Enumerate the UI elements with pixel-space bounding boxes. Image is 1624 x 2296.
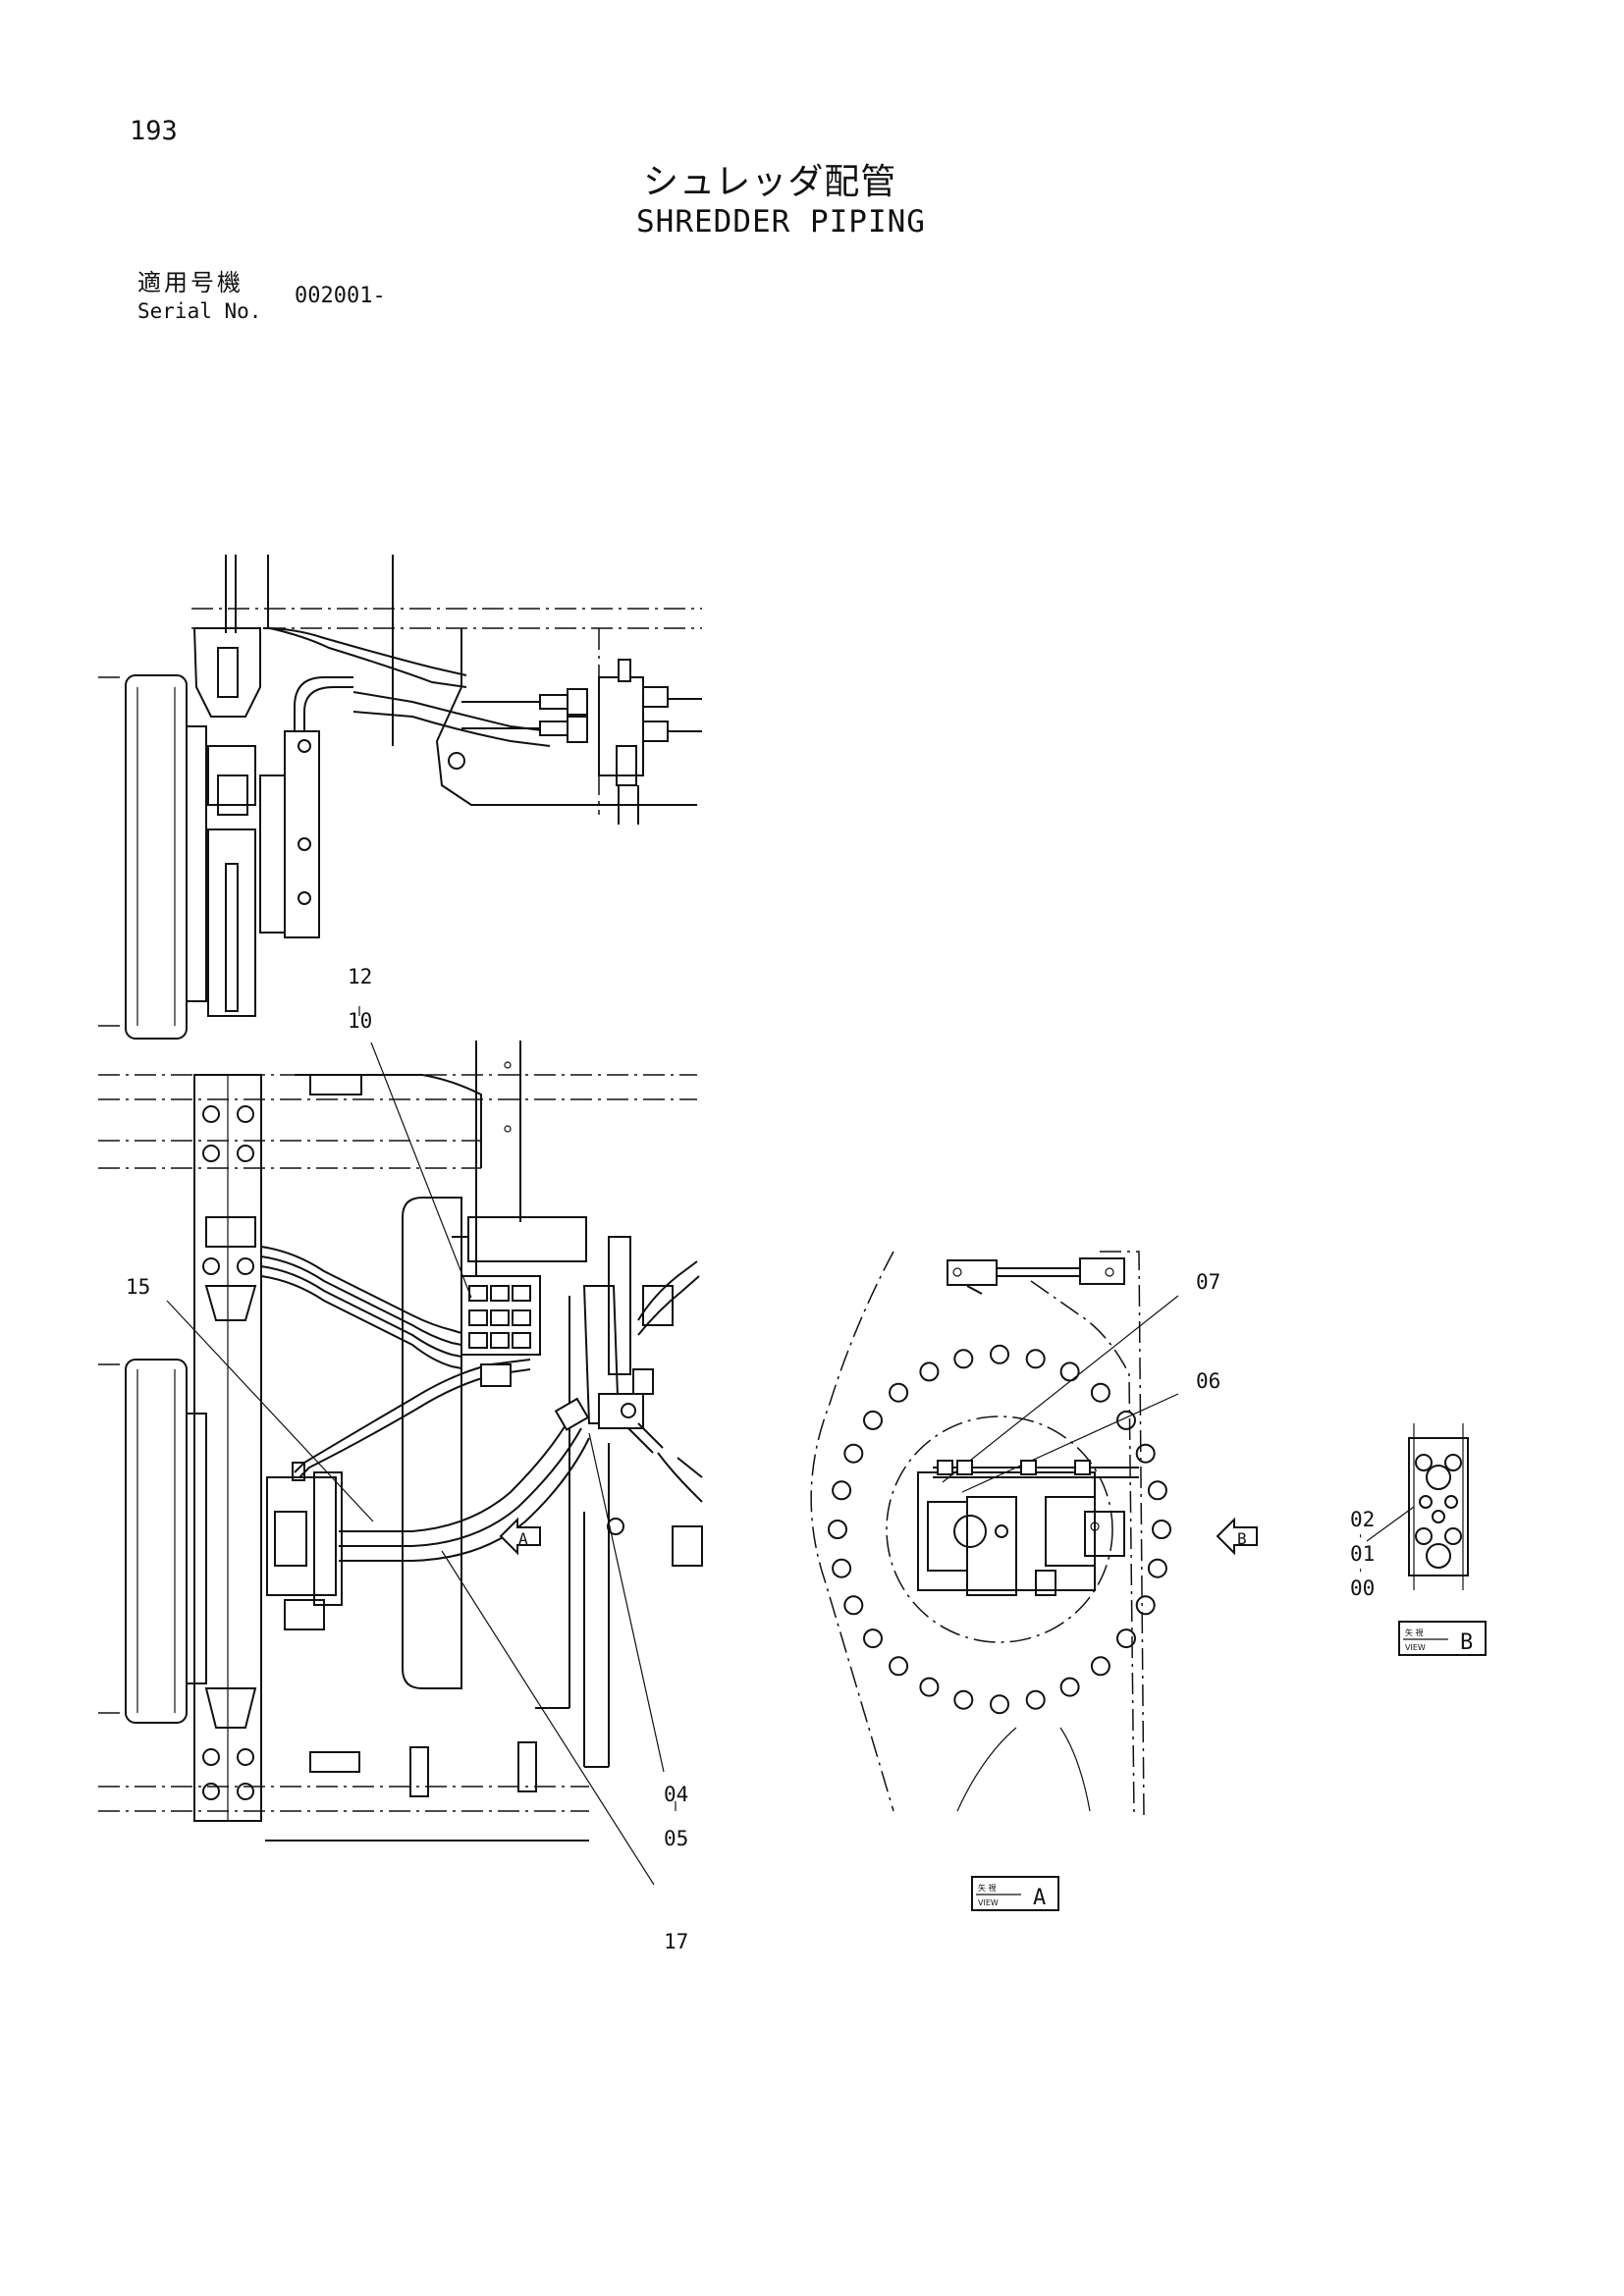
leader-lines [166, 1006, 1415, 1886]
rail-bolts [202, 1105, 254, 1800]
callout-01: 01 [1350, 1542, 1375, 1566]
view-b-tag-jp: 矢 視 [1405, 1628, 1424, 1637]
bolt-hole [1025, 1689, 1046, 1710]
bolt-hole [863, 1410, 883, 1430]
bolt-hole [863, 1629, 883, 1649]
bolt-hole [1135, 1595, 1156, 1616]
bolt-hole [1147, 1558, 1167, 1578]
callout-10: 10 [348, 1009, 372, 1033]
bolt-hole [832, 1558, 852, 1578]
view-b-tag-letter: B [1460, 1630, 1473, 1655]
bolt-hole [1116, 1410, 1136, 1430]
callout-12: 12 [348, 965, 372, 988]
view-a-arrow-letter: A [518, 1529, 528, 1548]
view-a-tag-en: VIEW [978, 1898, 999, 1907]
callout-00: 00 [1350, 1576, 1375, 1600]
view-a-tag-letter: A [1033, 1886, 1046, 1910]
view-b-tag: 矢 視 VIEW B [1398, 1621, 1487, 1656]
callout-07: 07 [1196, 1270, 1220, 1294]
bolt-hole [1135, 1443, 1156, 1464]
serial-number-value: 002001- [295, 284, 386, 308]
bolt-hole [919, 1362, 940, 1382]
view-a-tag-jp: 矢 視 [978, 1883, 997, 1893]
callout-05: 05 [664, 1827, 688, 1850]
bolt-hole [953, 1349, 974, 1369]
bolt-hole [919, 1677, 940, 1697]
page-title-english: SHREDDER PIPING [636, 204, 926, 240]
svg-text:': ' [1357, 1567, 1364, 1580]
callout-06: 06 [1196, 1369, 1220, 1393]
bolt-ring [828, 1344, 1171, 1715]
callout-labels: 12 10 15 07 06 04 05 17 02 01 00 ' ' [126, 965, 1375, 1953]
bolt-hole [1059, 1362, 1080, 1382]
serial-label-english: Serial No. [137, 299, 262, 323]
view-b [1408, 1423, 1469, 1590]
callout-04: 04 [664, 1783, 688, 1806]
serial-label-japanese: 適用号機 [137, 269, 244, 296]
bolt-hole [889, 1656, 909, 1677]
bolt-hole [1147, 1480, 1167, 1501]
view-b-arrow: B [1216, 1517, 1258, 1556]
view-a-tag: 矢 視 VIEW A [971, 1876, 1059, 1911]
bolt-hole [828, 1520, 847, 1539]
view-b-tag-en: VIEW [1405, 1643, 1426, 1652]
bolt-hole [1059, 1677, 1080, 1697]
top-detail-view [98, 555, 702, 1040]
bolt-hole [843, 1595, 864, 1616]
view-a: B [810, 1251, 1258, 1817]
bolt-hole [1025, 1349, 1046, 1369]
bolt-hole [1152, 1520, 1171, 1539]
main-left-view: A [98, 1041, 703, 1842]
bolt-hole [1090, 1656, 1110, 1677]
page-title-japanese: シュレッダ配管 [643, 162, 897, 202]
bolt-hole [990, 1344, 1009, 1364]
bolt-hole [990, 1694, 1009, 1715]
callout-15: 15 [126, 1275, 150, 1299]
callout-17: 17 [664, 1930, 688, 1953]
bolt-hole [889, 1382, 909, 1403]
bolt-hole [1116, 1629, 1136, 1649]
bolt-hole [832, 1480, 852, 1501]
view-a-arrow: A [499, 1517, 541, 1556]
callout-02: 02 [1350, 1508, 1375, 1531]
bolt-hole [843, 1443, 864, 1464]
view-b-arrow-letter: B [1237, 1529, 1247, 1548]
bolt-hole [953, 1689, 974, 1710]
page-number: 193 [130, 116, 178, 146]
svg-text:': ' [1357, 1532, 1364, 1546]
bolt-hole [1090, 1382, 1110, 1403]
